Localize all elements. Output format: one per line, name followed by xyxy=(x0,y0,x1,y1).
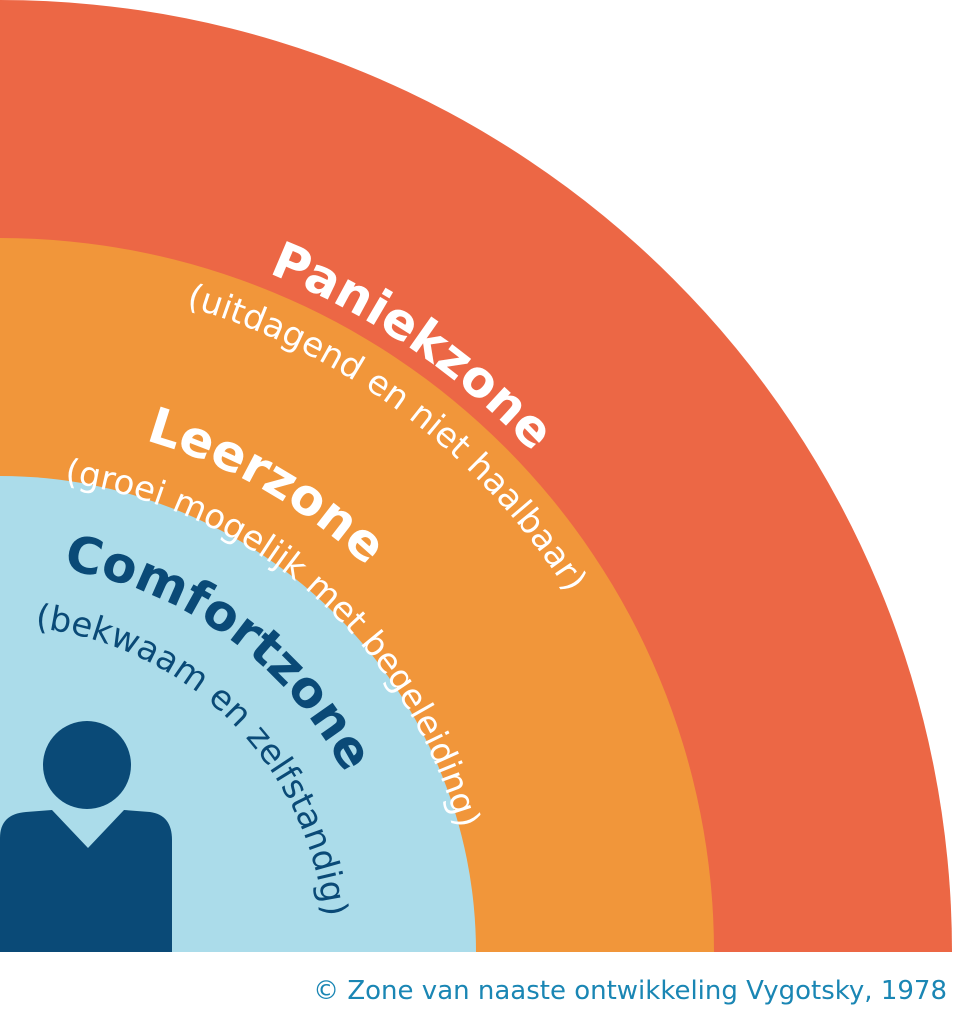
person-icon xyxy=(0,721,172,952)
copyright-credit: © Zone van naaste ontwikkeling Vygotsky,… xyxy=(313,976,947,1006)
